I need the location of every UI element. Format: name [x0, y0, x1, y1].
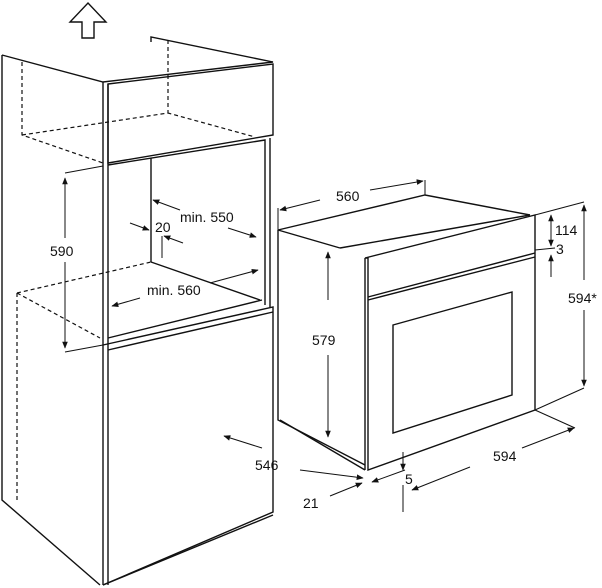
label-cabinet-width: min. 560	[147, 282, 201, 298]
label-oven-side-depth: 546	[255, 457, 279, 473]
label-cabinet-height: 590	[50, 243, 74, 259]
label-oven-panel-height: 114	[555, 222, 578, 238]
ventilation-up-arrow-icon	[68, 1, 108, 39]
label-oven-bottom-offset: 5	[405, 471, 413, 487]
label-oven-body-height: 579	[312, 332, 336, 348]
label-oven-total-height: 594*	[568, 290, 597, 306]
label-oven-width: 594	[493, 448, 517, 464]
oven	[223, 179, 587, 512]
label-oven-gap: 3	[556, 241, 564, 257]
label-cabinet-gap: 20	[155, 219, 171, 235]
label-oven-depth-top: 560	[336, 188, 360, 204]
cabinet	[1, 36, 274, 586]
label-oven-front-thickness: 21	[303, 495, 319, 511]
label-cabinet-depth: min. 550	[180, 209, 234, 225]
